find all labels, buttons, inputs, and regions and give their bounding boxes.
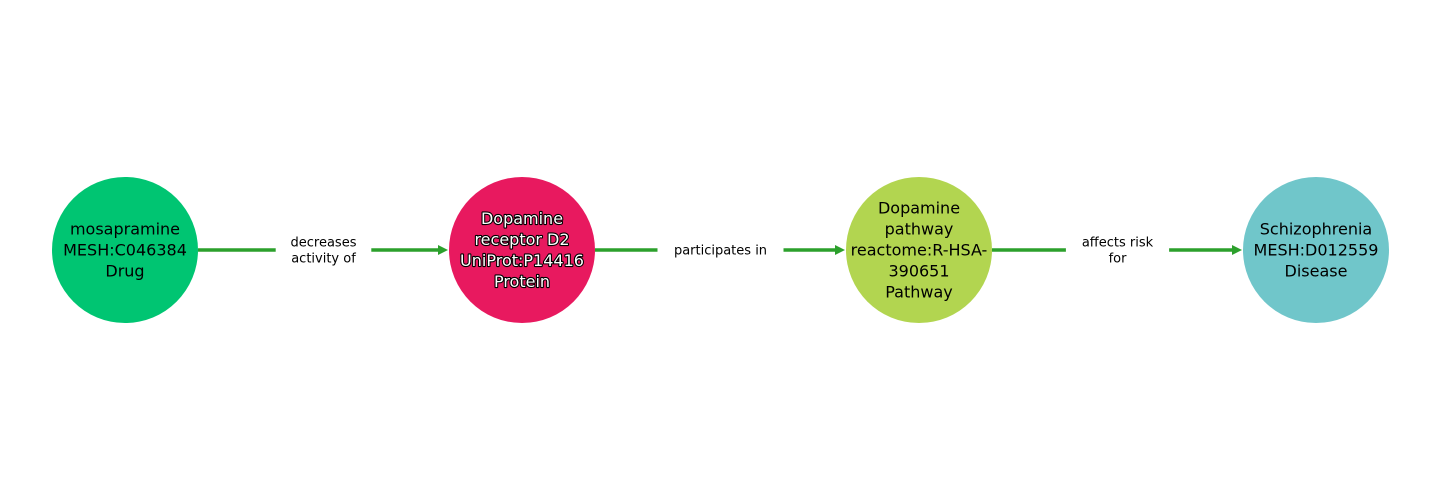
edge-label-background (1065, 232, 1170, 268)
node-label-line: reactome:R-HSA- (851, 241, 988, 260)
arrowhead-icon (1232, 245, 1242, 255)
node-label-line: pathway (885, 220, 954, 239)
edge-label-background (657, 240, 784, 260)
node-label-line: Dopamine (878, 199, 960, 218)
arrowhead-icon (438, 245, 448, 255)
node-label-line: MESH:D012559 (1254, 241, 1379, 260)
node-label-line: 390651 (888, 262, 949, 281)
node-label-line: Disease (1285, 262, 1348, 281)
edge-label-line: activity of (291, 252, 356, 267)
edge-label-line: participates in (674, 244, 767, 259)
node-circle-pathway[interactable] (846, 177, 992, 323)
edge-label-line: affects risk (1082, 236, 1154, 251)
node-label-line: mosapramine (70, 220, 180, 239)
node-circle-drug[interactable] (52, 177, 198, 323)
node-label-line: UniProt:P14416 (460, 251, 584, 270)
node-label-line: Drug (105, 262, 144, 281)
node-label-line: Dopamine (481, 209, 563, 228)
node-label-line: receptor D2 (474, 230, 569, 249)
arrowhead-icon (835, 245, 845, 255)
node-circle-protein[interactable] (449, 177, 595, 323)
edge-label-line: decreases (291, 236, 357, 251)
edge-label: participates in (674, 244, 767, 259)
edge-label-background (275, 232, 372, 268)
node-label-line: Schizophrenia (1260, 220, 1372, 239)
node-label-line: MESH:C046384 (63, 241, 187, 260)
node-circle-disease[interactable] (1243, 177, 1389, 323)
node-label-line: Pathway (885, 283, 953, 302)
edge-label-line: for (1109, 252, 1128, 267)
node-label-line: Protein (494, 272, 550, 291)
edge-drd2-to-dopamine-pathway: participates in (595, 240, 845, 260)
